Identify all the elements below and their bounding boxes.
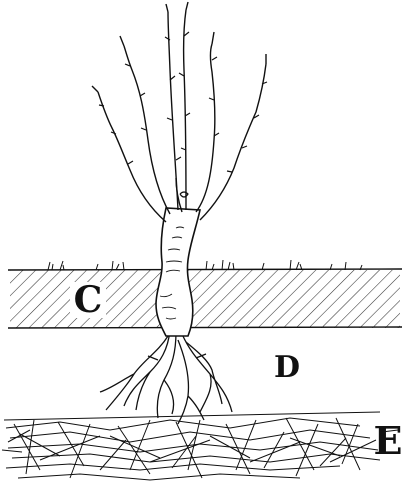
label-e: E	[374, 418, 403, 463]
tree-branches	[92, 2, 266, 222]
topsoil-band	[8, 269, 402, 328]
grass-tufts	[48, 260, 362, 270]
label-d: D	[274, 350, 300, 385]
tree-roots	[100, 330, 232, 424]
root-mat	[2, 412, 398, 480]
label-c: C	[74, 279, 103, 321]
